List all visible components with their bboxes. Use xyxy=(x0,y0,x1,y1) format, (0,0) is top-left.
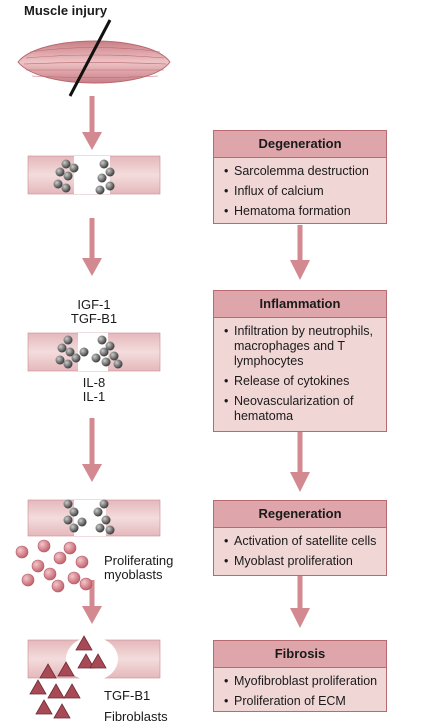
regenerating-fiber xyxy=(27,499,161,537)
left-arrows xyxy=(82,96,102,624)
stage-item: Neovascularization of hematoma xyxy=(224,394,380,424)
right-arrows xyxy=(290,225,310,628)
stage-item: Influx of calcium xyxy=(224,184,380,199)
stage-title: Degeneration xyxy=(214,131,386,158)
stage-item: Myoblast proliferation xyxy=(224,554,380,569)
inflamed-fiber xyxy=(27,332,161,372)
stage-item: Hematoma formation xyxy=(224,204,380,219)
myoblast-label-line2: myoblasts xyxy=(104,567,163,582)
fibrotic-fiber xyxy=(27,635,161,681)
fibroblast-label: Fibroblasts xyxy=(104,709,168,724)
stage-title: Inflammation xyxy=(214,291,386,318)
diagram-title: Muscle injury xyxy=(24,3,108,18)
stage-item: Release of cytokines xyxy=(224,374,380,389)
injury-line xyxy=(68,19,112,97)
stage-degeneration: Degeneration Sarcolemma destruction Infl… xyxy=(213,130,387,224)
stage-title: Fibrosis xyxy=(214,641,386,668)
stage-fibrosis: Fibrosis Myofibroblast proliferation Pro… xyxy=(213,640,387,712)
myoblast-label-line1: Proliferating xyxy=(104,553,174,568)
factor-il8: IL-8 xyxy=(82,375,106,390)
factor-igf1: IGF-1 xyxy=(77,297,111,312)
degenerating-fiber xyxy=(27,155,161,195)
stage-item: Proliferation of ECM xyxy=(224,694,380,709)
stage-regeneration: Regeneration Activation of satellite cel… xyxy=(213,500,387,576)
factor-il1: IL-1 xyxy=(82,389,106,404)
stage-item: Myofibroblast proliferation xyxy=(224,674,380,689)
stage-title: Regeneration xyxy=(214,501,386,528)
muscle-belly-icon xyxy=(17,19,171,97)
myoblast-cluster xyxy=(15,539,93,593)
factor-tgfb1: TGF-B1 xyxy=(70,311,118,326)
stage-item: Infiltration by neutrophils, macrophages… xyxy=(224,324,380,369)
fibroblast-cluster xyxy=(29,661,81,719)
stage-item: Activation of satellite cells xyxy=(224,534,380,549)
stage-inflammation: Inflammation Infiltration by neutrophils… xyxy=(213,290,387,432)
tgf-label: TGF-B1 xyxy=(104,688,151,703)
stage-item: Sarcolemma destruction xyxy=(224,164,380,179)
